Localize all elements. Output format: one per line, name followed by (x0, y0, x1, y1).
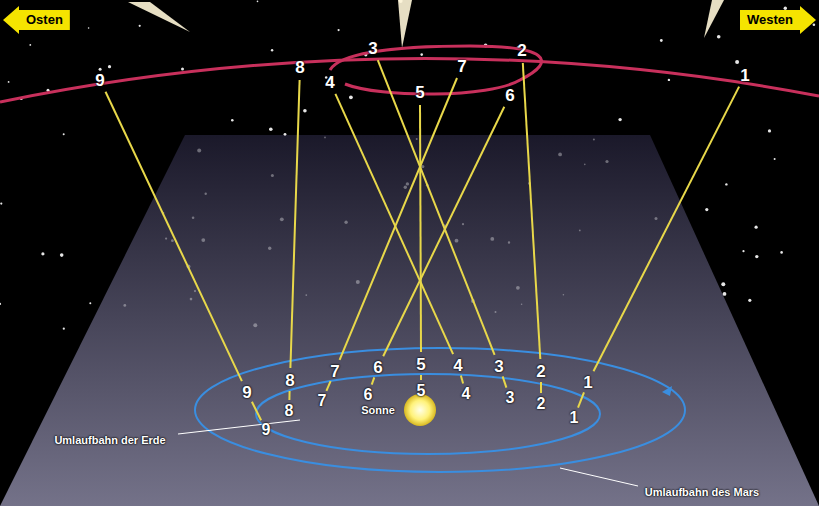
position-number: 4 (325, 74, 334, 91)
direction-label: Westen (747, 13, 793, 26)
position-number: 3 (368, 40, 377, 57)
earth-orbit (256, 374, 600, 454)
position-number: 5 (415, 84, 424, 101)
position-number: 7 (457, 58, 466, 75)
position-number: 4 (453, 357, 462, 374)
position-number: 1 (740, 67, 749, 84)
position-number: 2 (537, 396, 546, 412)
position-number: 8 (295, 59, 304, 76)
leader-lines (178, 420, 638, 486)
position-number: 8 (285, 403, 294, 419)
position-number: 4 (462, 386, 471, 402)
position-number: 9 (262, 422, 271, 438)
orbit-label: Umlaufbahn der Erde (54, 435, 165, 446)
position-number: 9 (242, 384, 251, 401)
position-number: 2 (536, 363, 545, 380)
direction-arrow: Osten (3, 6, 70, 34)
mars-sky-track (0, 58, 819, 102)
position-number: 7 (330, 363, 339, 380)
position-number: 7 (318, 393, 327, 409)
position-number: 6 (364, 387, 373, 403)
position-number: 3 (506, 390, 515, 406)
direction-arrow: Westen (740, 6, 816, 34)
light-beams (128, 0, 724, 48)
stars (0, 0, 815, 330)
position-number: 1 (583, 374, 592, 391)
position-number: 3 (494, 358, 503, 375)
mars-orbit (195, 348, 685, 472)
position-number: 6 (505, 87, 514, 104)
position-number: 8 (285, 372, 294, 389)
position-number: 2 (517, 42, 526, 59)
position-number: 1 (570, 410, 579, 426)
sight-lines (106, 60, 740, 420)
direction-label: Osten (26, 13, 63, 26)
sun-label: Sonne (361, 405, 395, 416)
position-number: 6 (373, 359, 382, 376)
orbit-direction-arrow (662, 386, 672, 396)
position-number: 5 (416, 356, 425, 373)
position-number: 9 (95, 72, 104, 89)
position-number: 5 (417, 383, 426, 399)
orbit-label: Umlaufbahn des Mars (645, 487, 759, 498)
